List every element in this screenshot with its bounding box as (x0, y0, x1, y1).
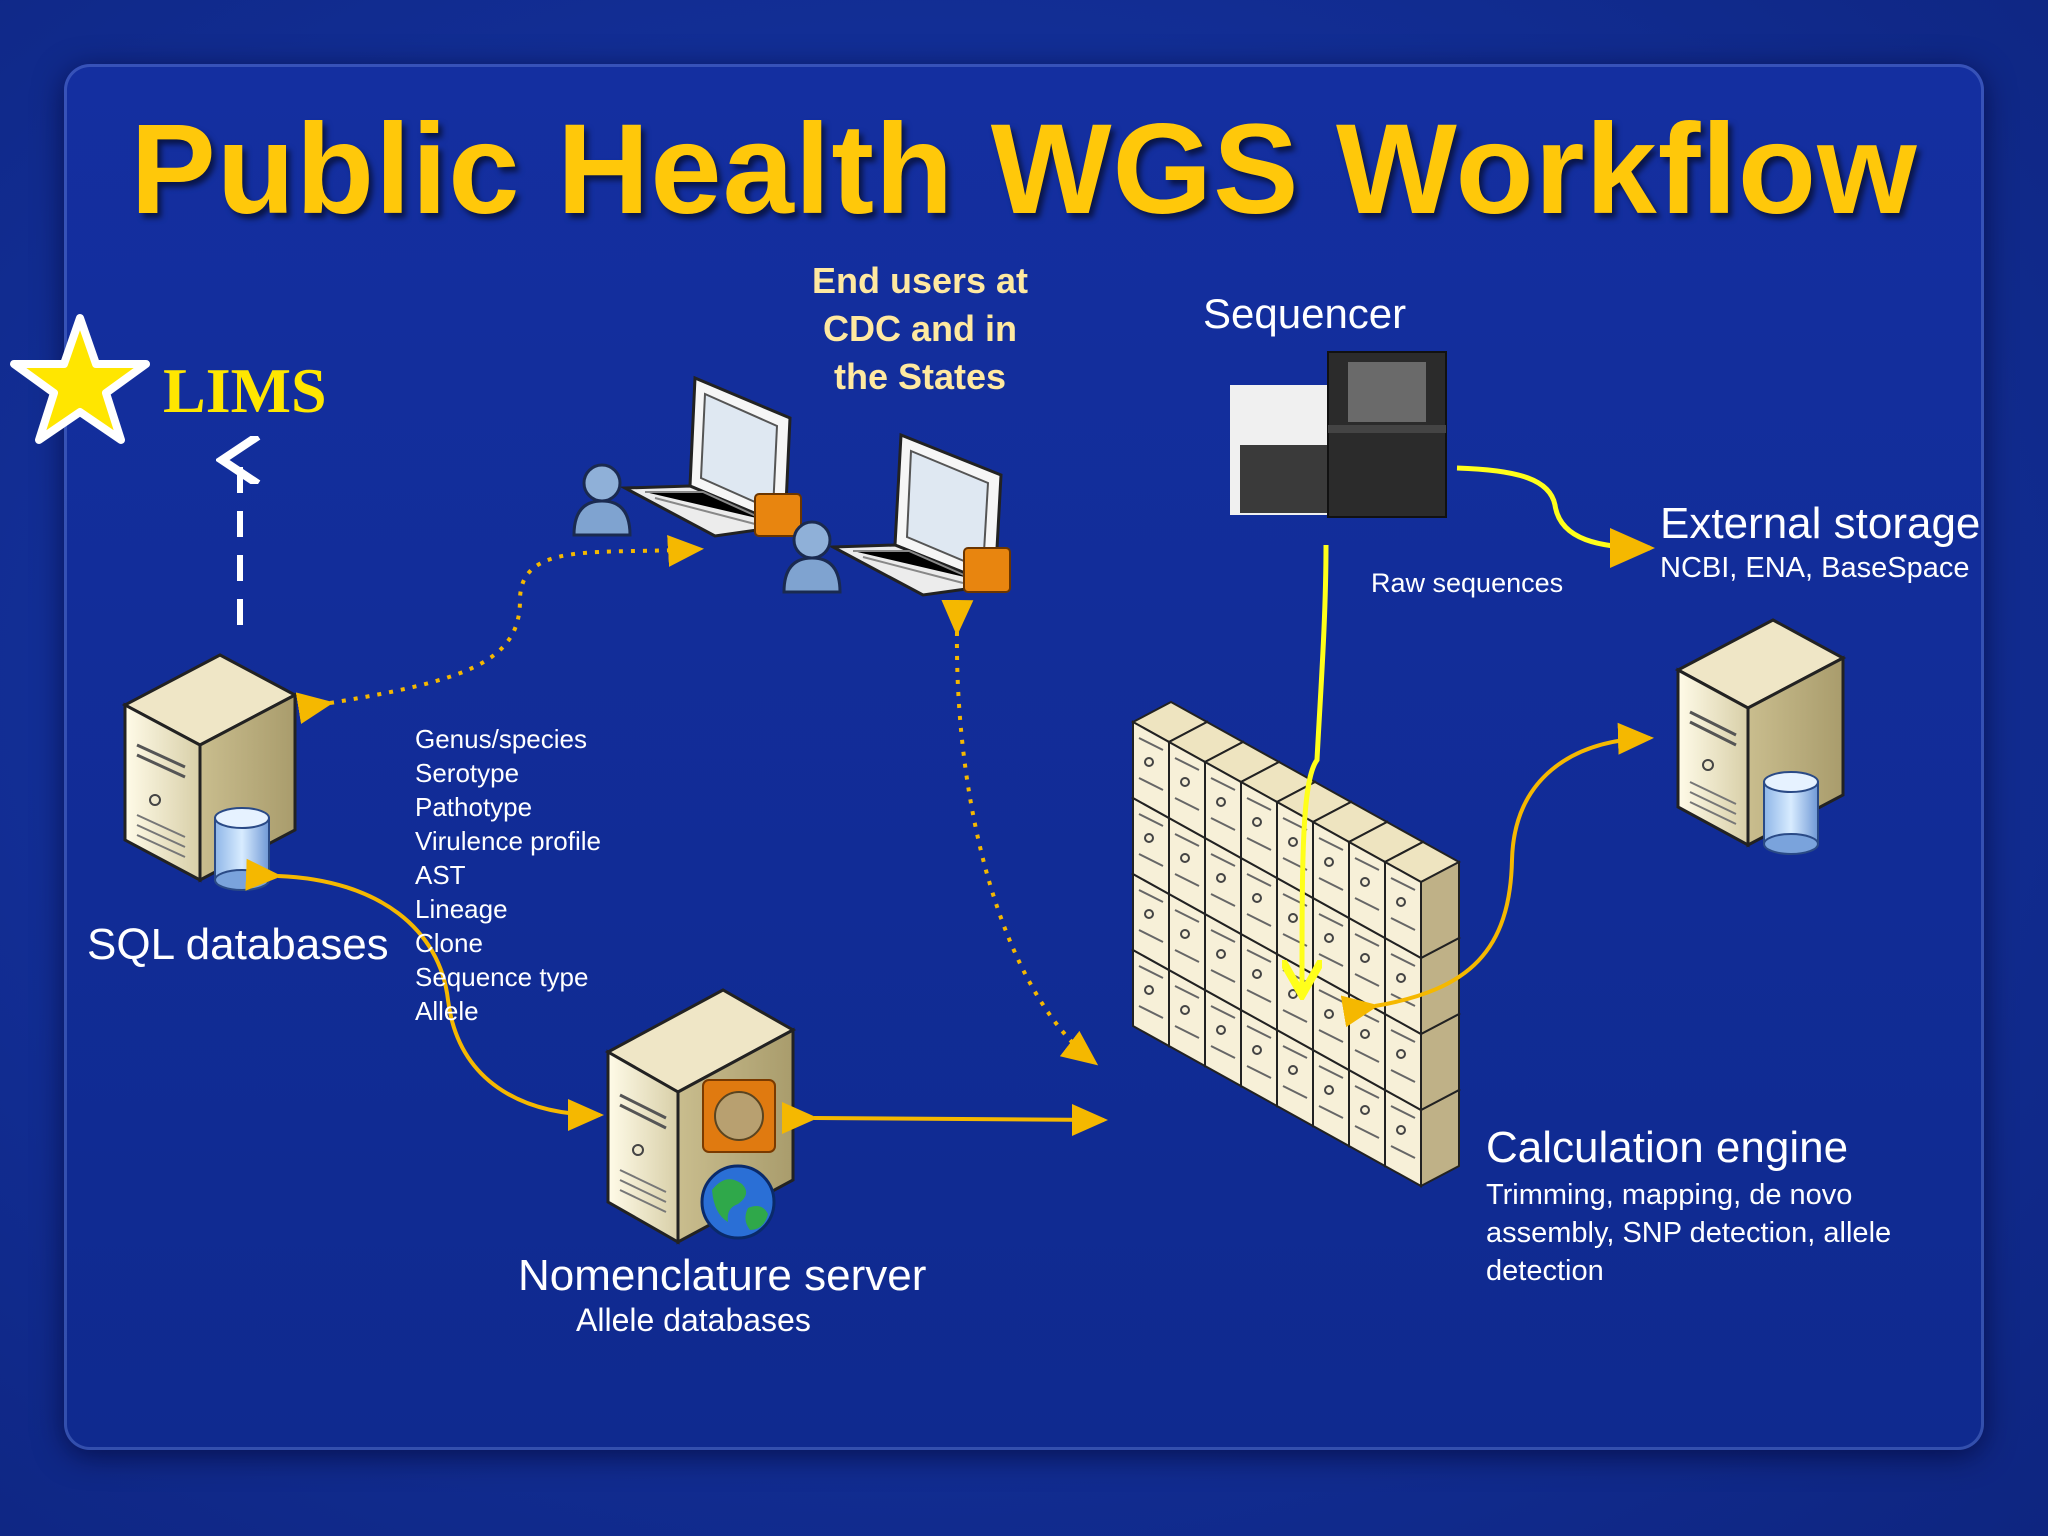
nomenclature-sub: Allele databases (576, 1302, 811, 1338)
attribute-item: AST (415, 860, 466, 890)
lims-label: LIMS (163, 355, 327, 426)
sequencer-label: Sequencer (1203, 290, 1407, 337)
attribute-item: Allele (415, 996, 479, 1026)
attribute-item: Virulence profile (415, 826, 601, 856)
sql-users-arrow (295, 534, 704, 724)
sequencer-icon (1230, 351, 1447, 518)
nomenclature-server-label: Nomenclature server Allele databases (518, 1250, 926, 1338)
attribute-item: Serotype (415, 758, 520, 788)
nomenclature-title: Nomenclature server (518, 1251, 927, 1300)
database-icon (1763, 771, 1819, 855)
attribute-item: Clone (415, 928, 483, 958)
sequencer-storage-arrow (1456, 465, 1655, 568)
raw-sequences-label: Raw sequences (1371, 568, 1564, 598)
sql-databases-label: SQL databases (87, 920, 389, 969)
app-icon (963, 547, 1011, 593)
sql-nomenclature-arrow (245, 858, 604, 1131)
external-storage-title: External storage (1660, 499, 1981, 548)
laptop-icon (619, 375, 792, 538)
server-rack-icon (1130, 700, 1462, 1188)
globe-icon (700, 1164, 776, 1240)
calc-engine-title: Calculation engine (1486, 1123, 1849, 1172)
user-icon (572, 463, 632, 537)
end-users-label: End users at CDC and in the States (770, 257, 1070, 401)
rack-server-unit (1382, 840, 1462, 960)
star-icon (10, 314, 150, 444)
sequencer-engine-arrow (1302, 544, 1329, 990)
nomenclature-engine-arrow (781, 1101, 1108, 1136)
external-storage-sub: NCBI, ENA, BaseSpace (1660, 552, 1970, 584)
attribute-list: Genus/species Serotype Pathotype Virulen… (415, 722, 601, 1028)
calculation-engine-label: Calculation engine Trimming, mapping, de… (1486, 1120, 1956, 1290)
attribute-item: Pathotype (415, 792, 533, 822)
database-icon (214, 807, 270, 891)
user-icon (782, 520, 842, 594)
page-title: Public Health WGS Workflow (130, 98, 1918, 241)
users-engine-arrow (941, 599, 1099, 1066)
end-users-line: End users at (811, 260, 1029, 301)
storage-engine-arrow (1340, 722, 1654, 1028)
external-storage-label: External storage NCBI, ENA, BaseSpace (1660, 497, 1980, 585)
sql-server-icon (121, 653, 299, 883)
calc-engine-desc: Trimming, mapping, de novo assembly, SNP… (1486, 1179, 1892, 1287)
attribute-item: Genus/species (415, 724, 587, 754)
end-users-line: CDC and in (823, 308, 1017, 349)
app-icon (754, 493, 802, 537)
attribute-item: Sequence type (415, 962, 589, 992)
end-users-line: the States (833, 356, 1007, 397)
attribute-item: Lineage (415, 894, 508, 924)
